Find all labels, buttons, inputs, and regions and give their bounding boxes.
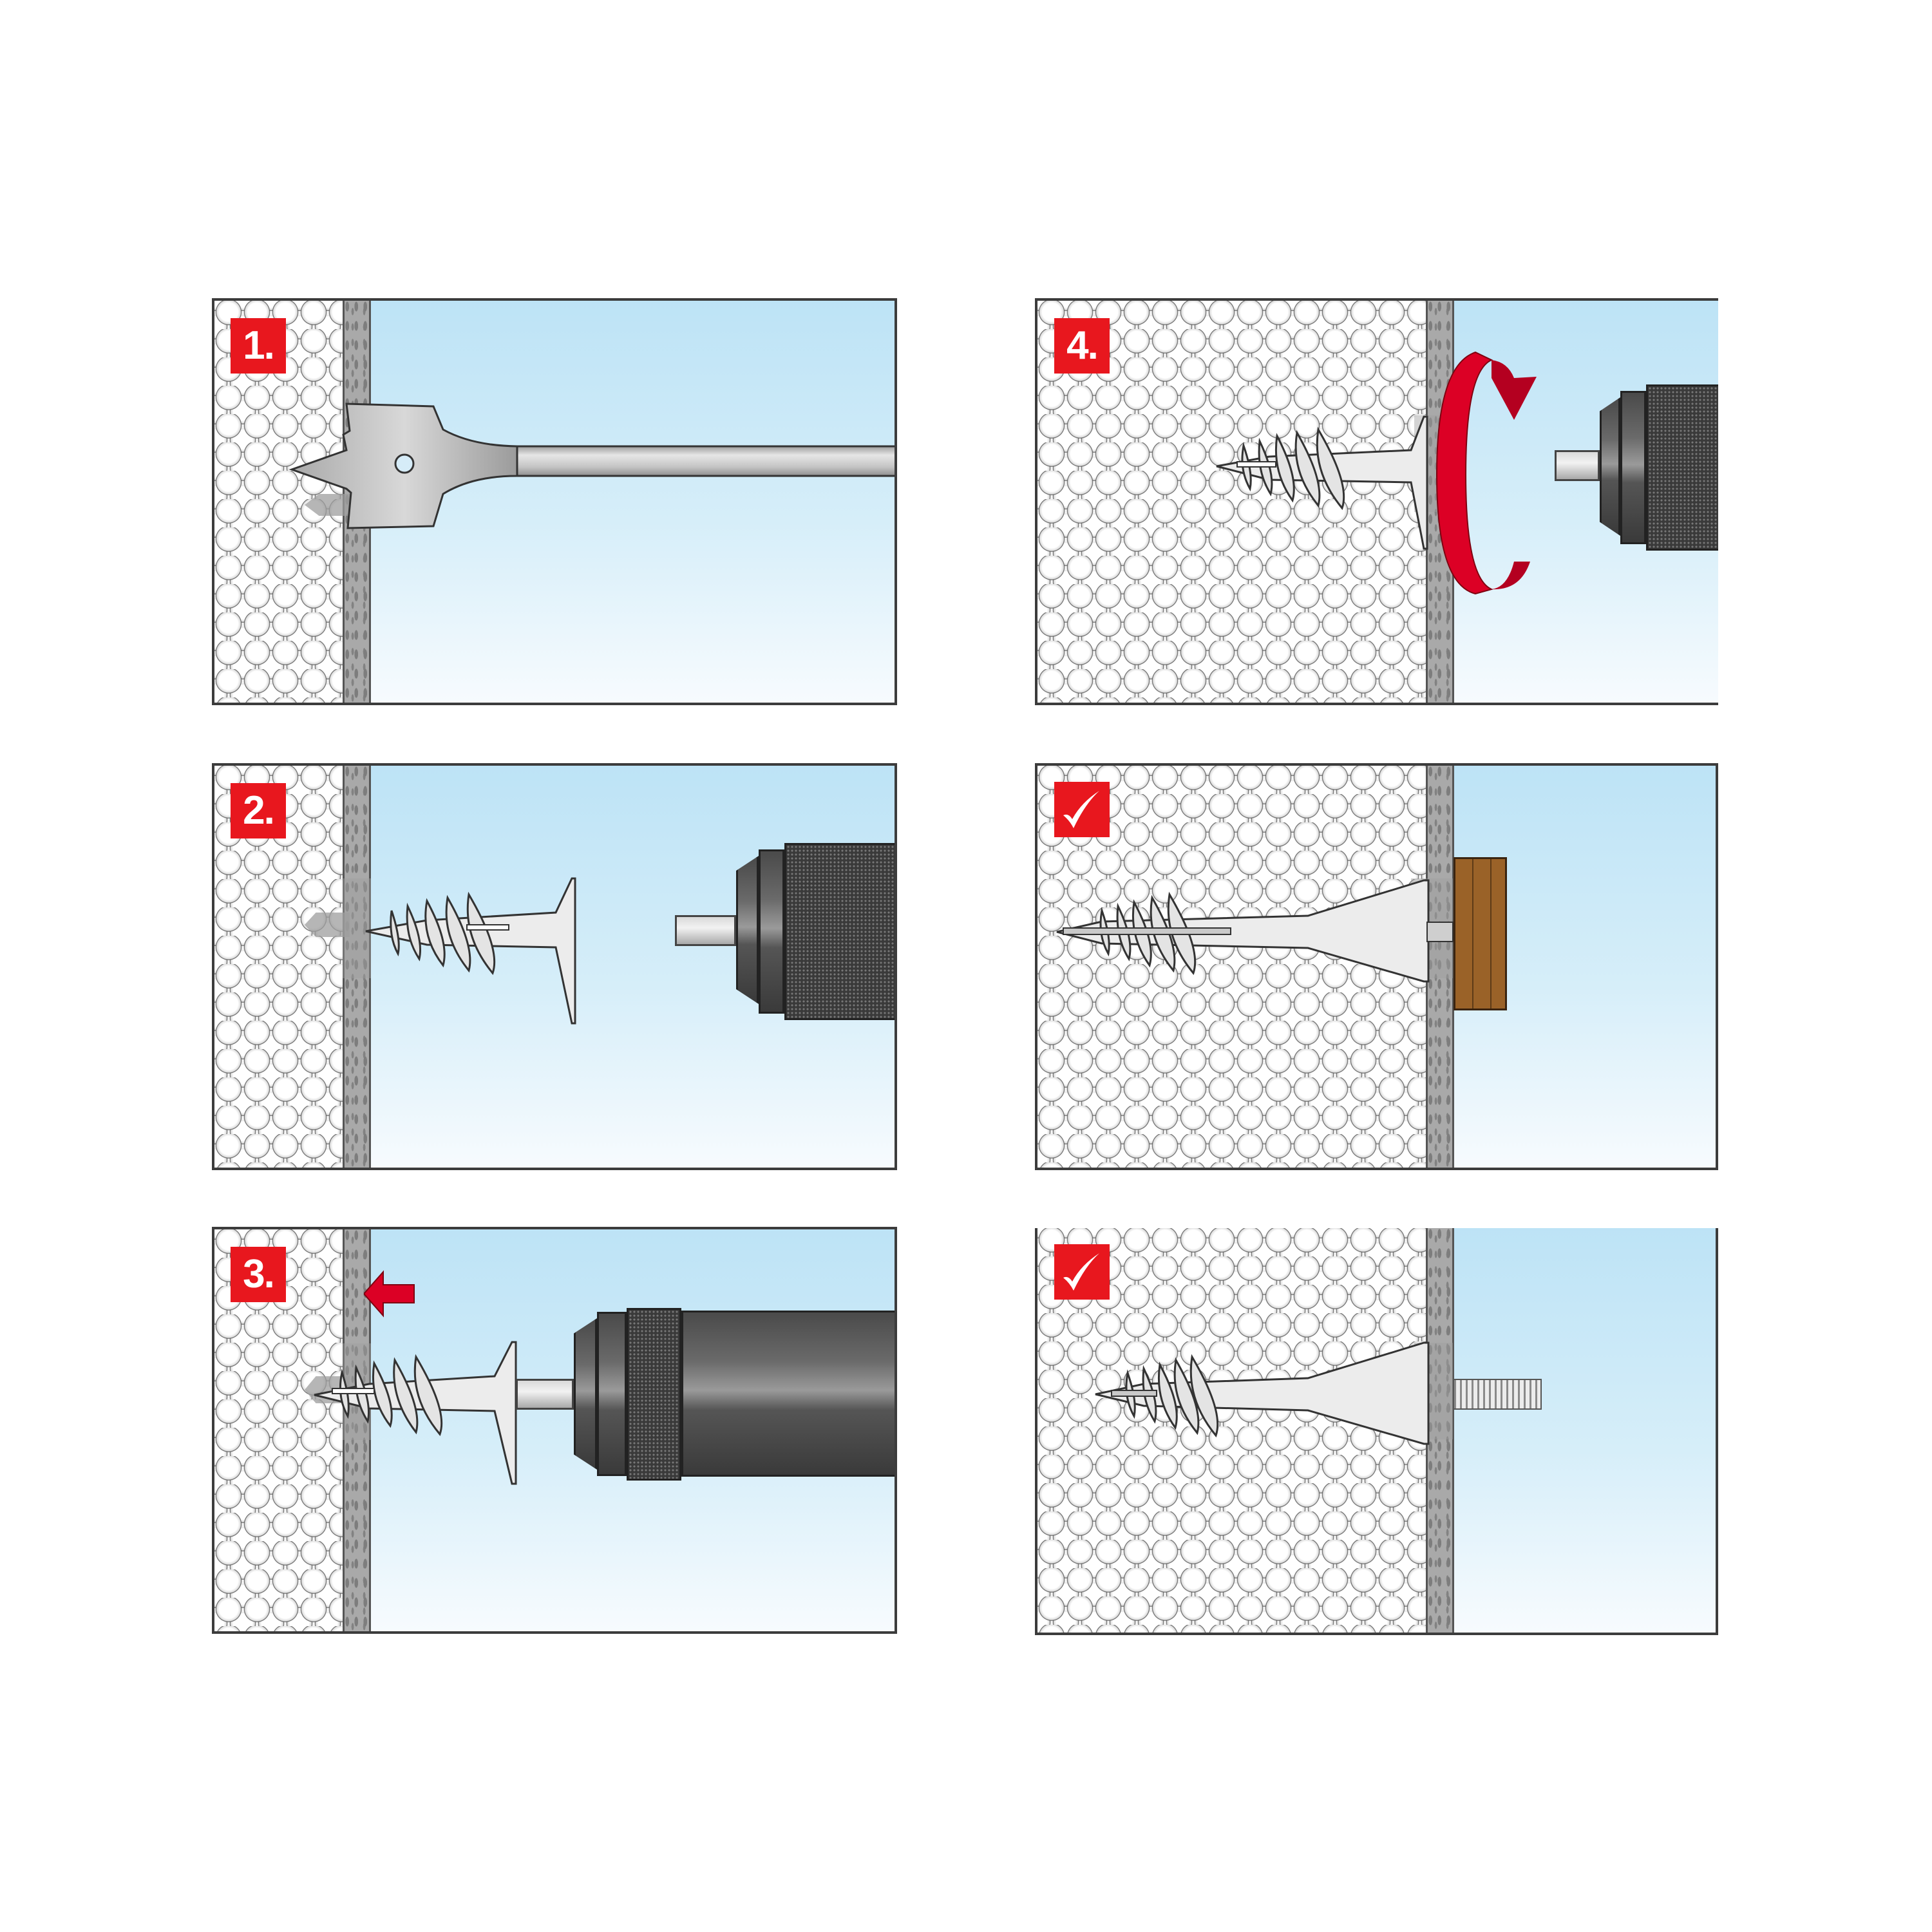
pilot-hole <box>305 913 350 937</box>
hex-bit <box>1555 450 1600 481</box>
step-badge-1: 1. <box>231 318 286 374</box>
spiral-dowel-icon <box>314 1341 517 1485</box>
spade-drill-bit-icon <box>289 402 895 529</box>
drill-chuck-knurl <box>627 1308 681 1481</box>
spiral-dowel-icon <box>1095 1341 1430 1445</box>
step-4-panel: 4. <box>1035 298 1718 705</box>
spiral-dowel-with-screw-icon <box>1056 879 1454 983</box>
plaster-layer <box>343 1229 371 1631</box>
hex-bit <box>675 915 736 946</box>
checkmark-icon <box>1063 791 1099 828</box>
step-1-panel: 1. <box>212 298 897 705</box>
check-badge-rod <box>1054 1244 1110 1300</box>
spiral-dowel-icon <box>365 877 576 1025</box>
drill-chuck-collar <box>597 1312 627 1476</box>
drill-chuck <box>736 856 759 1004</box>
step-2-panel: 2. <box>212 763 897 1170</box>
result-wood-panel <box>1035 763 1718 1170</box>
drill-chuck <box>1600 397 1620 536</box>
plaster-layer <box>343 766 371 1168</box>
checkmark-icon <box>1063 1253 1099 1291</box>
drill-body <box>681 1311 895 1477</box>
step-badge-2: 2. <box>231 783 286 838</box>
spiral-dowel-icon <box>1216 351 1537 595</box>
push-direction-arrow-icon <box>364 1270 415 1318</box>
drill-chuck-collar <box>759 849 784 1014</box>
step-badge-4: 4. <box>1054 318 1110 374</box>
step-badge-3: 3. <box>231 1247 286 1302</box>
rotation-arrow-icon <box>1435 351 1537 595</box>
check-badge-wood <box>1054 782 1110 837</box>
plaster-layer <box>1426 766 1454 1168</box>
threaded-rod <box>1453 1379 1542 1410</box>
hex-bit <box>516 1379 574 1410</box>
drill-chuck-knurl <box>784 843 895 1020</box>
drill-chuck-collar <box>1620 391 1646 544</box>
drill-chuck <box>574 1318 597 1470</box>
wooden-block <box>1454 857 1507 1010</box>
drill-chuck-knurl <box>1646 384 1718 551</box>
step-3-panel: 3. <box>212 1227 897 1634</box>
result-threaded-rod-panel <box>1035 1228 1718 1635</box>
